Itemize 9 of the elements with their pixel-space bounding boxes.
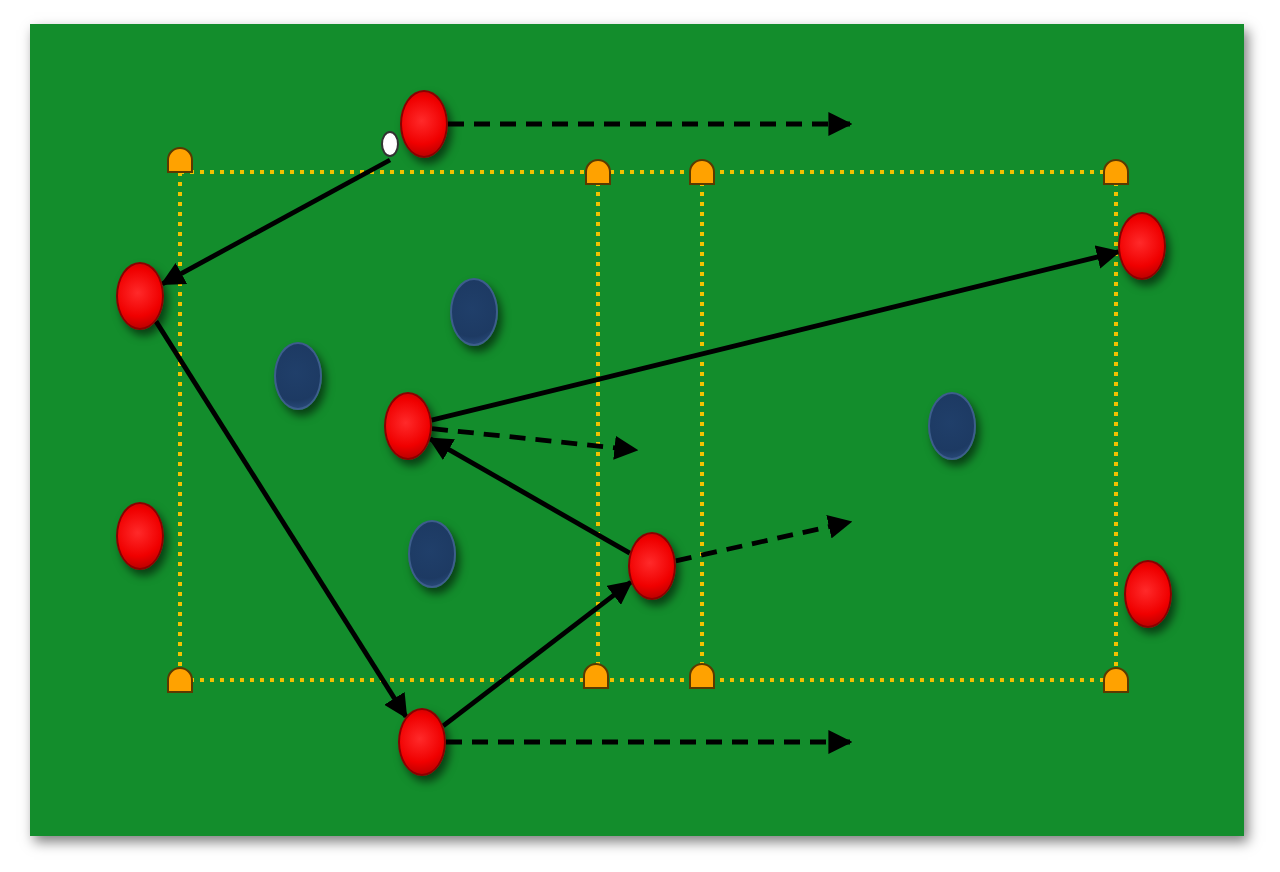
- pass-arrow: [428, 436, 631, 556]
- run-arrow: [675, 515, 853, 564]
- pass-arrow: [160, 157, 392, 286]
- run-arrow: [446, 730, 853, 754]
- pass-arrow: [441, 580, 633, 728]
- run-arrow: [431, 426, 639, 460]
- pass-arrow: [153, 320, 409, 719]
- run-arrow: [448, 112, 853, 136]
- pass-arrow: [431, 245, 1121, 423]
